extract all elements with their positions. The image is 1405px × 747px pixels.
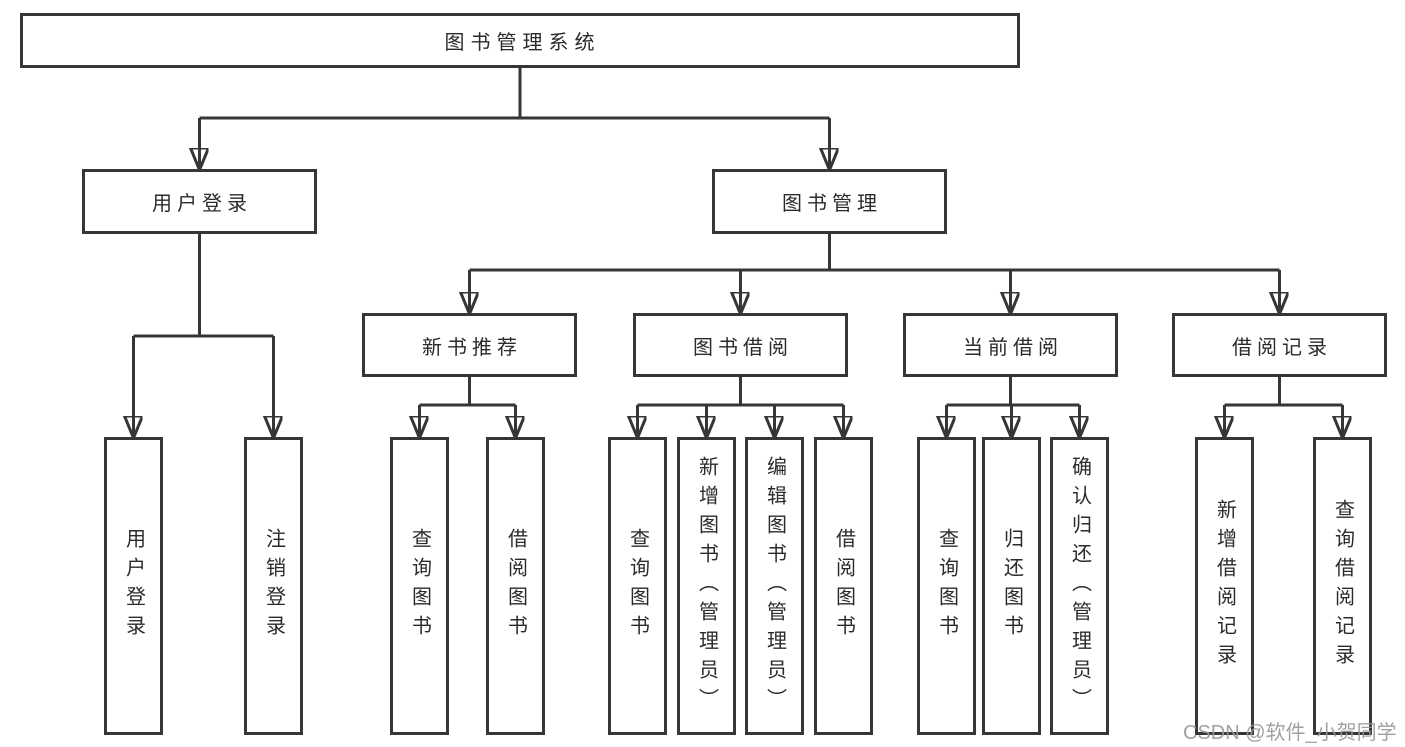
leaf-borrow-books-recommend: 借阅图书 bbox=[486, 437, 545, 735]
node-label: 新增借阅记录 bbox=[1213, 499, 1236, 673]
leaf-add-book-admin: 新增图书（管理员） bbox=[677, 437, 736, 735]
leaf-user-login: 用户登录 bbox=[104, 437, 163, 735]
leaf-borrow-books: 借阅图书 bbox=[814, 437, 873, 735]
node-label: 查询图书 bbox=[626, 528, 649, 644]
node-book-management: 图书管理 bbox=[712, 169, 947, 234]
node-label: 确认归还（管理员） bbox=[1068, 455, 1091, 717]
node-label: 查询图书 bbox=[408, 528, 431, 644]
node-label: 用户登录 bbox=[152, 193, 252, 215]
node-user-login: 用户登录 bbox=[82, 169, 317, 234]
leaf-query-books-current: 查询图书 bbox=[917, 437, 976, 735]
node-label: 用户登录 bbox=[122, 528, 145, 644]
leaf-logout: 注销登录 bbox=[244, 437, 303, 735]
node-borrowing-records: 借阅记录 bbox=[1172, 313, 1387, 377]
node-current-borrowing: 当前借阅 bbox=[903, 313, 1118, 377]
csdn-watermark: CSDN @软件_小贺同学 bbox=[1183, 722, 1397, 744]
node-book-borrowing: 图书借阅 bbox=[633, 313, 848, 377]
leaf-confirm-return-admin: 确认归还（管理员） bbox=[1050, 437, 1109, 735]
node-label: 借阅记录 bbox=[1232, 336, 1332, 359]
node-label: 新增图书（管理员） bbox=[695, 455, 718, 717]
leaf-query-books-borrow: 查询图书 bbox=[608, 437, 667, 735]
node-label: 查询借阅记录 bbox=[1331, 499, 1354, 673]
node-label: 图书借阅 bbox=[693, 336, 793, 359]
node-label: 查询图书 bbox=[935, 528, 958, 644]
node-label: 借阅图书 bbox=[832, 528, 855, 644]
node-label: 注销登录 bbox=[262, 528, 285, 644]
node-label: 新书推荐 bbox=[422, 336, 522, 359]
leaf-query-borrow-record: 查询借阅记录 bbox=[1313, 437, 1372, 735]
node-label: 编辑图书（管理员） bbox=[763, 455, 786, 717]
node-label: 借阅图书 bbox=[504, 528, 527, 644]
node-new-book-recommendation: 新书推荐 bbox=[362, 313, 577, 377]
node-label: 图书管理系统 bbox=[444, 32, 601, 54]
leaf-add-borrow-record: 新增借阅记录 bbox=[1195, 437, 1254, 735]
node-library-management-system: 图书管理系统 bbox=[20, 13, 1020, 68]
leaf-query-books-recommend: 查询图书 bbox=[390, 437, 449, 735]
leaf-edit-book-admin: 编辑图书（管理员） bbox=[745, 437, 804, 735]
leaf-return-books: 归还图书 bbox=[982, 437, 1041, 735]
node-label: 归还图书 bbox=[1000, 528, 1023, 644]
node-label: 当前借阅 bbox=[963, 336, 1063, 359]
node-label: 图书管理 bbox=[782, 193, 882, 215]
